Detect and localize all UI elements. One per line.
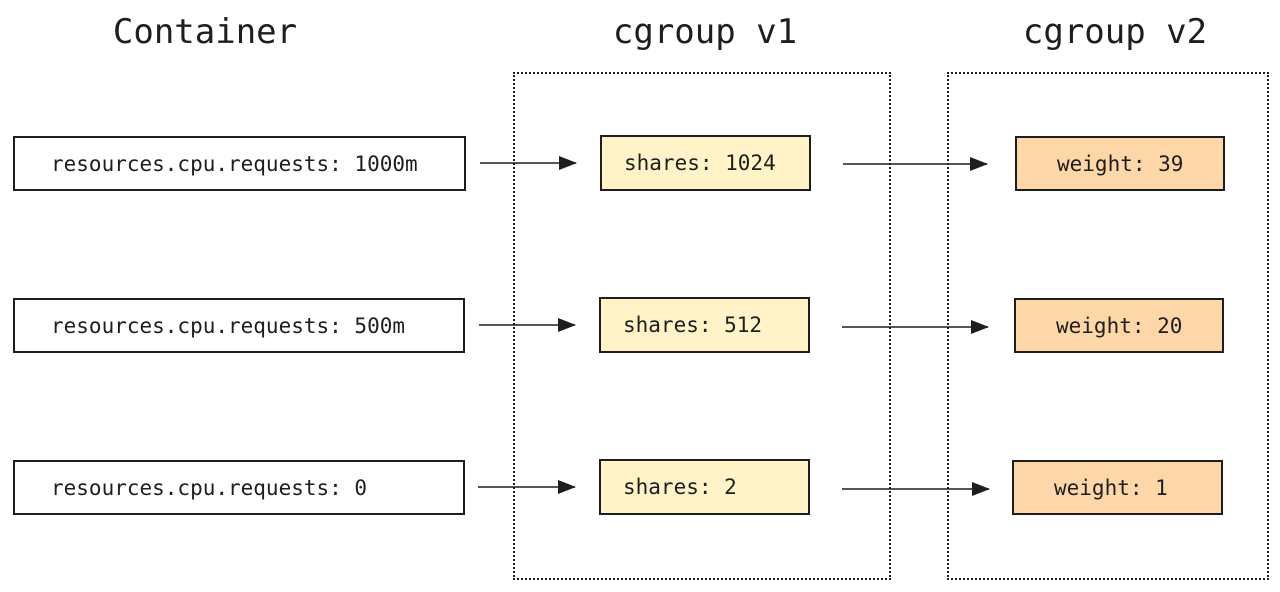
v1-shares-node-2: shares: 512: [599, 297, 810, 353]
cgroup-v1-column-title: cgroup v1: [612, 12, 798, 52]
cgroup-v1-group: [513, 72, 891, 580]
container-request-node-1: resources.cpu.requests: 1000m: [13, 136, 466, 191]
container-request-node-2: resources.cpu.requests: 500m: [13, 298, 465, 353]
v1-shares-node-1: shares: 1024: [600, 135, 811, 191]
v2-weight-node-2: weight: 20: [1014, 298, 1224, 353]
container-column-title: Container: [112, 12, 298, 52]
v2-weight-node-1: weight: 39: [1015, 136, 1225, 191]
v2-weight-node-3: weight: 1: [1012, 460, 1223, 515]
v1-shares-node-3: shares: 2: [599, 459, 810, 515]
container-request-node-3: resources.cpu.requests: 0: [13, 460, 465, 515]
cgroup-v2-column-title: cgroup v2: [1022, 12, 1208, 52]
cgroup-v2-group: [947, 72, 1269, 580]
